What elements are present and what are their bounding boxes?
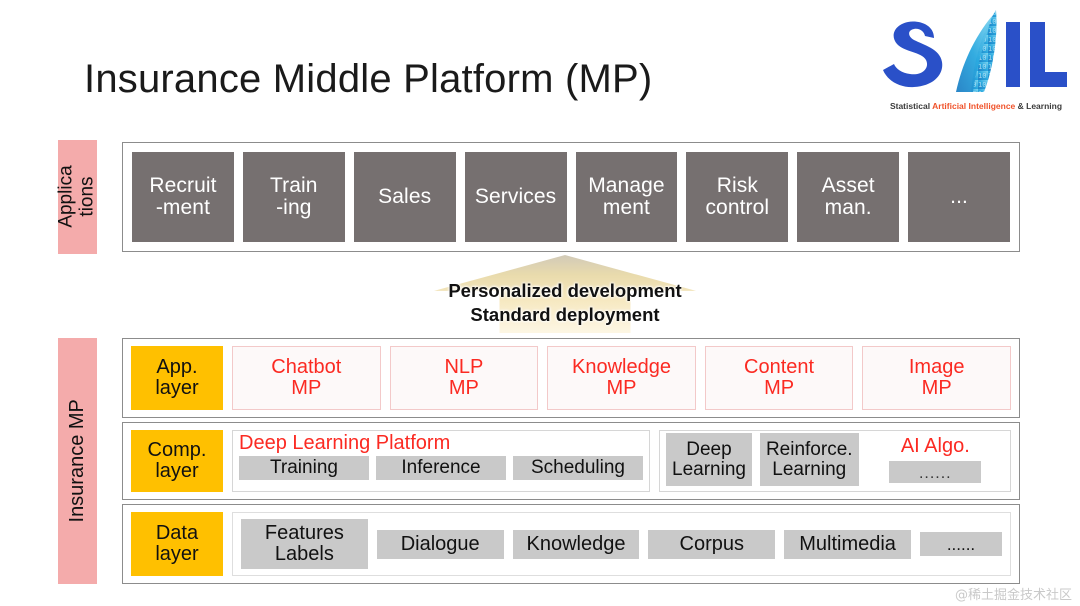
chip-inference[interactable]: Inference (376, 456, 506, 480)
chip-training[interactable]: Training (239, 456, 369, 480)
chip-ai-algo-more[interactable]: ...... (889, 461, 982, 483)
app-box-more[interactable]: ... (908, 152, 1010, 242)
deep-learning-platform-chips: Training Inference Scheduling (239, 456, 643, 480)
arrow-caption-line2: Standard deployment (470, 304, 660, 326)
ai-algo-right: AI Algo. ...... (867, 433, 1004, 486)
page-title: Insurance Middle Platform (MP) (84, 57, 653, 101)
tagline-artificial-intelligence: Artificial Intelligence (932, 101, 1016, 111)
app-box-sales[interactable]: Sales (353, 152, 456, 242)
app-box-recruitment[interactable]: Recruit-ment (132, 152, 234, 242)
insurance-mp-side-label: Insurance MP (58, 338, 97, 584)
arrow-caption-line1: Personalized development (448, 280, 682, 301)
insurance-mp-side-label-text: Insurance MP (65, 399, 88, 523)
deep-learning-platform-panel: Deep Learning Platform Training Inferenc… (232, 430, 650, 492)
arrow-caption: Personalized development Standard deploy… (430, 279, 700, 328)
applications-row: Recruit-ment Train-ing Sales Services Ma… (132, 152, 1010, 242)
watermark: @稀土掘金技术社区 (954, 588, 1072, 603)
chip-knowledge[interactable]: Knowledge (512, 529, 640, 559)
chip-reinforce-learning[interactable]: Reinforce.Learning (759, 433, 859, 486)
app-layer-tag: App.layer (131, 346, 223, 410)
comp-layer-row: Comp.layer Deep Learning Platform Traini… (131, 430, 1011, 492)
comp-layer-tag: Comp.layer (131, 430, 223, 492)
app-box-services[interactable]: Services (464, 152, 567, 242)
sail-logo-tagline: Statistical Artificial Intelligence & Le… (878, 101, 1074, 111)
applications-panel: Recruit-ment Train-ing Sales Services Ma… (122, 142, 1020, 252)
chip-dialogue[interactable]: Dialogue (376, 529, 504, 559)
deep-learning-platform-title: Deep Learning Platform (239, 432, 451, 454)
chip-data-more[interactable]: ...... (919, 532, 1002, 556)
chip-scheduling[interactable]: Scheduling (513, 456, 643, 480)
comp-layer-panel: Comp.layer Deep Learning Platform Traini… (122, 422, 1020, 500)
sail-logo: 10 Statistical Artificial Intelligence &… (878, 8, 1074, 120)
upward-arrow-block: Personalized development Standard deploy… (430, 255, 700, 333)
app-box-training[interactable]: Train-ing (242, 152, 345, 242)
tagline-learning: & Learning (1015, 101, 1063, 111)
sail-logo-mark: 10 (883, 10, 1067, 92)
ai-algo-title: AI Algo. (900, 435, 970, 457)
chip-corpus[interactable]: Corpus (648, 529, 776, 559)
chip-multimedia[interactable]: Multimedia (784, 529, 911, 559)
tagline-statistical: Statistical (889, 101, 933, 111)
